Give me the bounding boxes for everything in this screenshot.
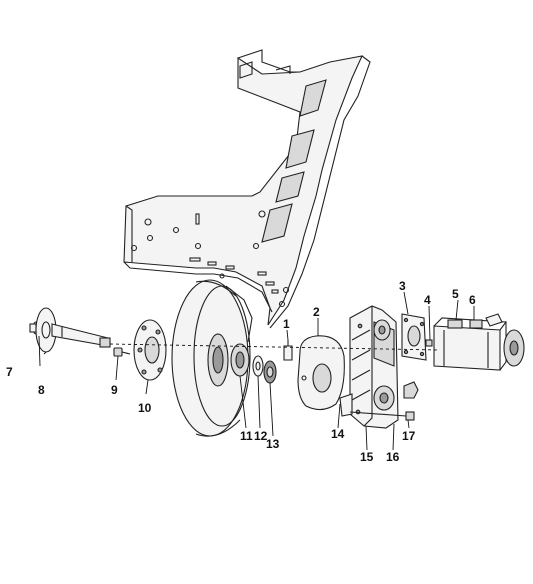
callout-3: 3 bbox=[399, 279, 406, 293]
callout-14: 14 bbox=[331, 427, 345, 441]
callout-7: 7 bbox=[6, 365, 13, 379]
part-9-bolt bbox=[113, 347, 131, 357]
part-4-screw bbox=[425, 339, 433, 347]
part-6-motor-endcap bbox=[485, 313, 525, 367]
part-12-washer bbox=[252, 355, 264, 377]
drive-wheel bbox=[171, 279, 253, 437]
callout-12: 12 bbox=[254, 429, 268, 443]
callout-15: 15 bbox=[360, 450, 374, 464]
callout-16: 16 bbox=[386, 450, 400, 464]
callout-1: 1 bbox=[283, 317, 290, 331]
part-17-long-bolt bbox=[349, 411, 415, 421]
part-1-pin bbox=[283, 340, 293, 361]
part-13-gear bbox=[263, 360, 277, 384]
callout-8: 8 bbox=[38, 383, 45, 397]
callout-10: 10 bbox=[138, 401, 152, 415]
chassis-frame bbox=[123, 49, 371, 329]
part-11-bearing bbox=[230, 343, 250, 377]
callout-6: 6 bbox=[469, 293, 476, 307]
part-5-motor-body bbox=[433, 317, 508, 371]
callout-17: 17 bbox=[402, 429, 416, 443]
part-16-nut bbox=[403, 381, 419, 399]
callout-5: 5 bbox=[452, 287, 459, 301]
leader-lines bbox=[38, 291, 475, 451]
callout-9: 9 bbox=[111, 383, 118, 397]
part-10-hub-flange bbox=[133, 319, 167, 381]
part-15-gearbox bbox=[339, 305, 399, 429]
part-8-axle-shaft bbox=[35, 307, 111, 353]
callout-11: 11 bbox=[240, 429, 253, 443]
callout-4: 4 bbox=[424, 293, 431, 307]
part-3-motor-flange bbox=[401, 313, 427, 361]
callout-2: 2 bbox=[313, 305, 320, 319]
callout-13: 13 bbox=[266, 437, 280, 451]
part-2-mounting-plate bbox=[297, 335, 345, 411]
